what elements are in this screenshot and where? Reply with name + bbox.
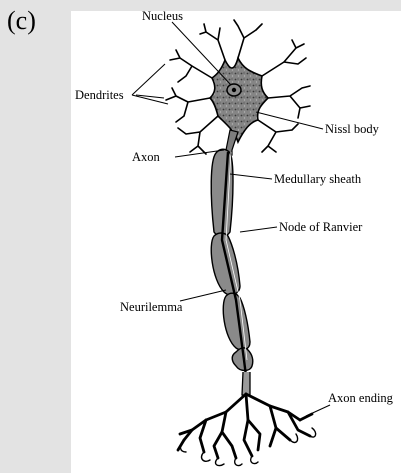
lower-axon — [242, 372, 250, 395]
label-axon-ending: Axon ending — [328, 391, 394, 405]
label-node-of-ranvier: Node of Ranvier — [279, 220, 363, 234]
label-nucleus: Nucleus — [142, 9, 183, 23]
cell-body — [210, 58, 268, 142]
label-dendrites: Dendrites — [75, 88, 124, 102]
axon-terminals — [178, 394, 312, 458]
label-axon: Axon — [132, 150, 161, 164]
nucleolus-shape — [232, 88, 236, 92]
myelin-segments — [211, 149, 253, 370]
label-medullary-sheath: Medullary sheath — [274, 172, 362, 186]
label-neurilemma: Neurilemma — [120, 300, 183, 314]
label-nissl-body: Nissl body — [325, 122, 380, 136]
